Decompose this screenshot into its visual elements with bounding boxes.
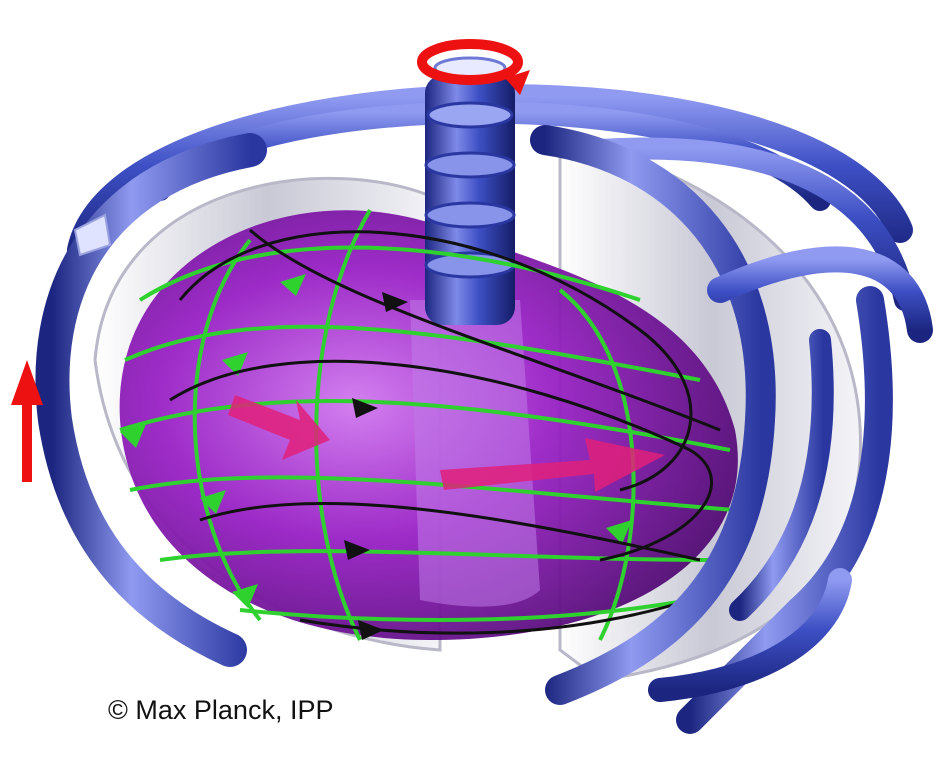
central-solenoid	[425, 58, 515, 325]
copyright-credit: © Max Planck, IPP	[108, 695, 333, 726]
